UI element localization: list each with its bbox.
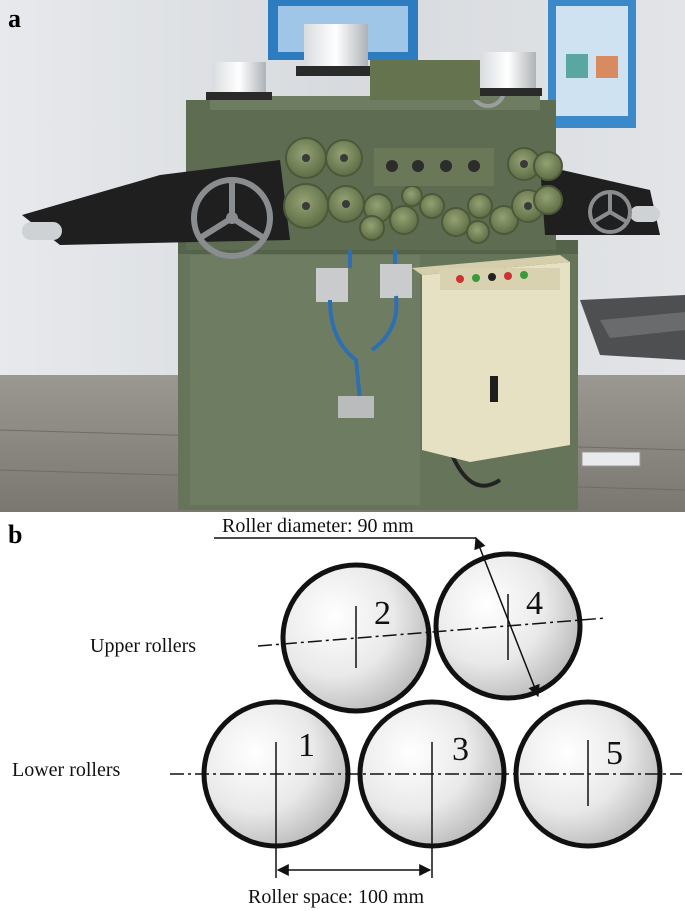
air-cylinder-2 <box>304 24 368 72</box>
roller-number-4: 4 <box>526 585 543 622</box>
roller-space-label: Roller space: 100 mm <box>248 886 425 908</box>
pressure-regulator-2 <box>380 264 412 298</box>
power-strip <box>581 451 641 467</box>
control-box <box>422 262 570 462</box>
air-tube <box>328 299 362 401</box>
pressure-regulator-1 <box>316 268 348 302</box>
control-box-switch <box>490 376 498 402</box>
roller-number-5: 5 <box>606 735 623 772</box>
roller-number-1: 1 <box>298 727 315 764</box>
hand-wheel-right <box>588 190 632 234</box>
air-cylinder-1 <box>212 62 266 96</box>
roller-number-3: 3 <box>452 731 469 768</box>
lower-rollers-label: Lower rollers <box>12 759 121 781</box>
panel-label-b: b <box>8 520 23 549</box>
gear-train <box>283 137 563 244</box>
diameter-dimension-arrow <box>474 536 540 698</box>
machine-photo <box>0 0 685 512</box>
roller-number-2: 2 <box>374 595 391 632</box>
air-filter <box>338 396 374 418</box>
air-cylinder-3 <box>480 52 536 92</box>
panel-label-a: a <box>8 4 21 33</box>
roller-diameter-label: Roller diameter: 90 mm <box>222 515 414 537</box>
upper-rollers-centerline <box>257 617 607 647</box>
hand-wheel-left <box>191 177 273 259</box>
roller-diagram: Roller diameter: 90 mm Roller space: 100… <box>12 515 682 908</box>
control-buttons <box>456 271 528 283</box>
upper-rollers-label: Upper rollers <box>90 635 196 657</box>
